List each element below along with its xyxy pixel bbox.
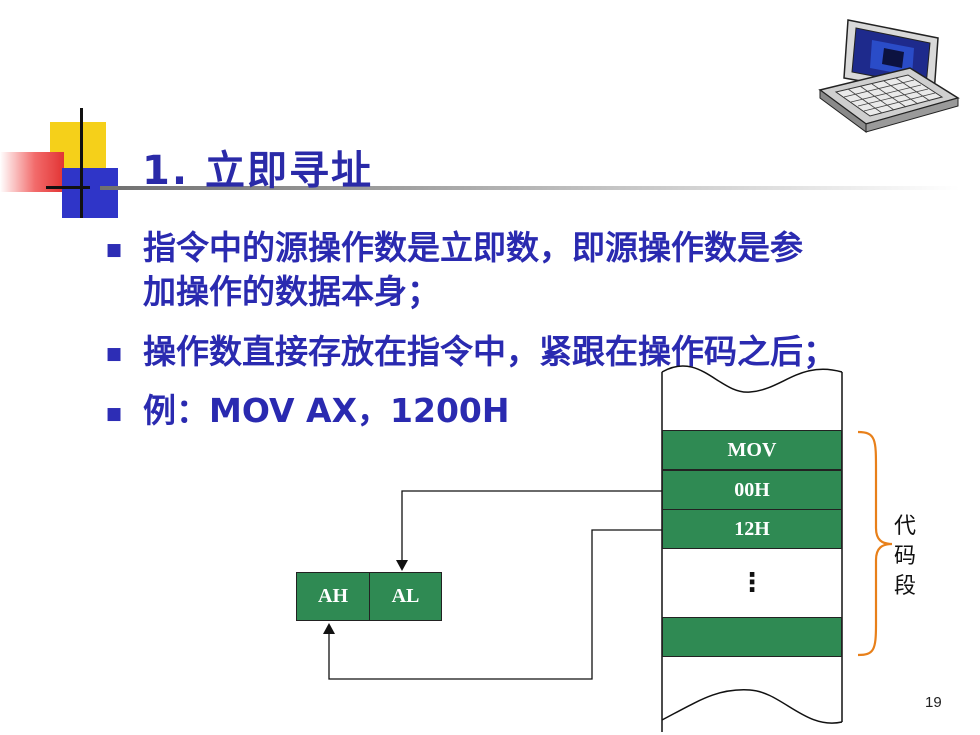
bullet-marker: ■ — [106, 344, 123, 364]
segment-label-char: 代 — [893, 514, 916, 539]
register-al: AL — [369, 572, 442, 621]
title-decoration-red-gradient — [0, 152, 64, 192]
segment-label-char: 段 — [893, 574, 916, 599]
title-decoration-vertical-line — [80, 108, 83, 218]
slide-title: 1. 立即寻址 — [142, 148, 373, 194]
title-underline-rule — [100, 186, 960, 190]
bullet-1-line-1: 指令中的源操作数是立即数，即源操作数是参 — [143, 228, 803, 267]
bullet-marker: ■ — [106, 404, 123, 424]
memory-cell-high-byte: 12H — [662, 509, 842, 549]
code-segment-label: 代 码 段 — [890, 512, 920, 602]
bullet-2-text: 操作数直接存放在指令中，紧跟在操作码之后； — [143, 332, 836, 371]
bullet-1-line-2: 加操作的数据本身； — [143, 272, 440, 311]
title-decoration-blue-block — [62, 168, 118, 218]
segment-label-char: 码 — [893, 544, 916, 569]
memory-cell-opcode: MOV — [662, 430, 842, 470]
memory-cell-empty — [662, 617, 842, 657]
memory-ellipsis: ⋮ — [739, 568, 765, 598]
bullet-marker: ■ — [106, 240, 123, 260]
title-decoration-horizontal-line — [46, 186, 90, 189]
memory-cell-low-byte: 00H — [662, 470, 842, 510]
page-number: 19 — [925, 694, 942, 711]
register-ah: AH — [296, 572, 370, 621]
bullet-3-text: 例：MOV AX，1200H — [143, 391, 510, 430]
